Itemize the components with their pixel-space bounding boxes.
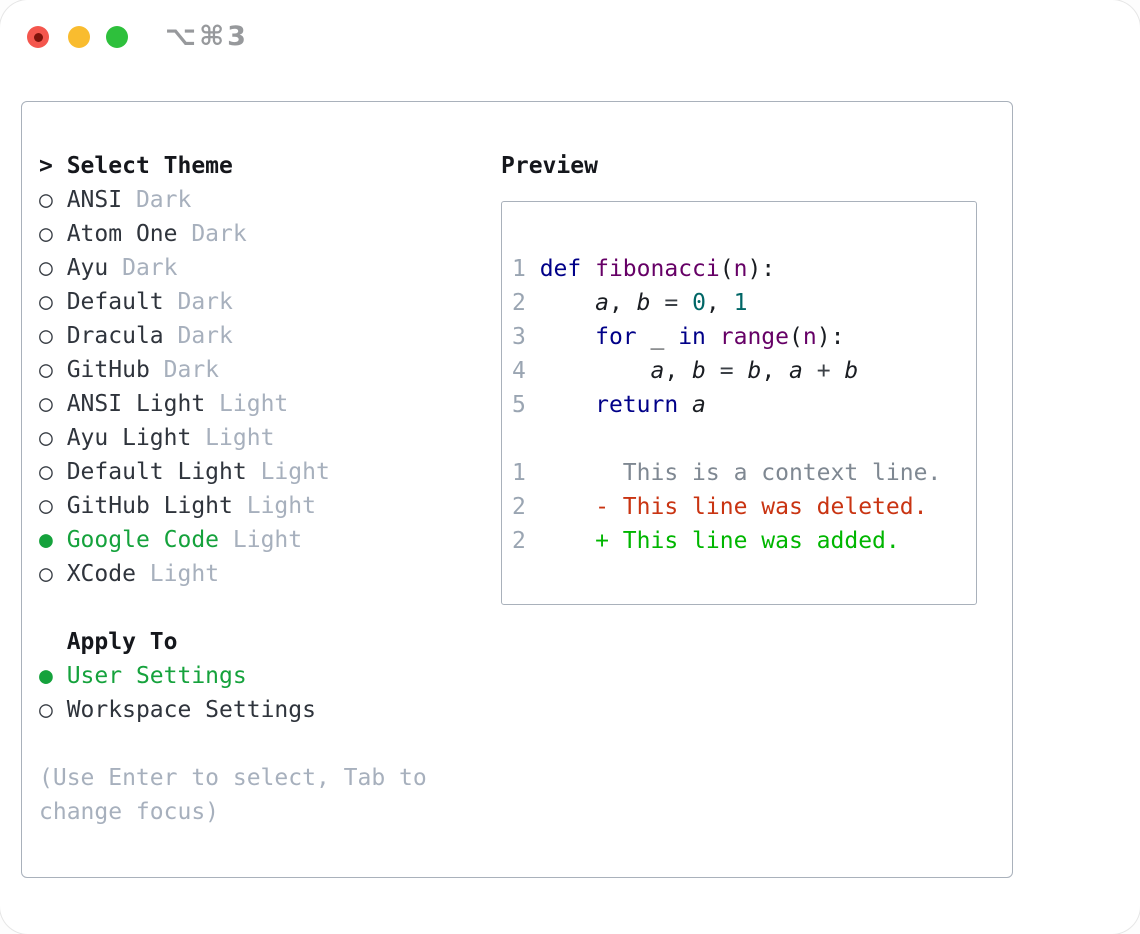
code-line: 1 This is a context line. — [512, 460, 942, 486]
theme-variant-label: Dark — [163, 289, 233, 315]
theme-option-ayu-light[interactable]: ○ Ayu Light Light — [39, 421, 427, 455]
zoom-button[interactable] — [106, 26, 128, 48]
theme-variant-label: Light — [191, 425, 275, 451]
radio-icon: ○ — [39, 561, 67, 587]
theme-column: > Select Theme ○ ANSI Dark○ Atom One Dar… — [39, 149, 427, 829]
theme-variant-label: Dark — [122, 187, 192, 213]
option-label: Default — [66, 289, 164, 315]
theme-variant-label: Light — [246, 459, 330, 485]
close-dot-icon — [33, 32, 43, 42]
option-label: Ayu — [66, 255, 109, 281]
code-blank-line — [512, 218, 976, 252]
preview-code-box: 1 def fibonacci(n): 2 a, b = 0, 1 3 for _ … — [501, 201, 977, 605]
apply-option-user-settings[interactable]: ● User Settings — [39, 659, 427, 693]
theme-variant-label: Dark — [177, 221, 247, 247]
option-label: ANSI — [66, 187, 123, 213]
select-theme-header: > Select Theme — [39, 149, 427, 183]
preview-column: Preview 1 def fibonacci(n): 2 a, b = 0, 1… — [501, 149, 977, 605]
option-label: User Settings — [66, 663, 247, 689]
radio-icon: ○ — [39, 323, 67, 349]
theme-variant-label: Light — [232, 493, 316, 519]
theme-variant-label: Dark — [149, 357, 220, 383]
theme-variant-label: Light — [205, 391, 289, 417]
radio-icon: ○ — [39, 425, 67, 451]
option-label: ANSI Light — [66, 391, 206, 417]
radio-icon: ○ — [39, 391, 67, 417]
title-bar: ⌥⌘3 — [0, 0, 1140, 74]
preview-header: Preview — [501, 153, 598, 179]
apply-option-workspace-settings[interactable]: ○ Workspace Settings — [39, 693, 427, 727]
radio-icon: ○ — [39, 187, 67, 213]
hint-line-1: (Use Enter to select, Tab to — [39, 765, 427, 791]
radio-icon: ○ — [39, 221, 67, 247]
hint-line-2: change focus) — [39, 799, 220, 825]
theme-option-ayu[interactable]: ○ Ayu Dark — [39, 251, 427, 285]
option-label: GitHub Light — [66, 493, 233, 519]
theme-option-ansi-light[interactable]: ○ ANSI Light Light — [39, 387, 427, 421]
theme-variant-label: Light — [135, 561, 220, 587]
theme-variant-label: Light — [219, 527, 303, 553]
theme-option-google-code[interactable]: ● Google Code Light — [39, 523, 427, 557]
option-label: Google Code — [66, 527, 220, 553]
theme-option-atom-one[interactable]: ○ Atom One Dark — [39, 217, 427, 251]
option-label: Dracula — [66, 323, 164, 349]
theme-option-xcode[interactable]: ○ XCode Light — [39, 557, 427, 591]
option-label: Ayu Light — [66, 425, 192, 451]
theme-option-github-light[interactable]: ○ GitHub Light Light — [39, 489, 427, 523]
option-label: Atom One — [66, 221, 178, 247]
radio-icon: ○ — [39, 493, 67, 519]
theme-variant-label: Dark — [108, 255, 178, 281]
code-line: 2 a, b = 0, 1 — [512, 290, 748, 316]
radio-selected-icon: ● — [39, 663, 67, 689]
radio-icon: ○ — [39, 255, 67, 281]
radio-selected-icon: ● — [39, 527, 67, 553]
code-blank-line — [512, 422, 976, 456]
code-line: 4 a, b = b, a + b — [512, 358, 859, 384]
apply-to-list: ● User Settings○ Workspace Settings — [39, 659, 427, 727]
minimize-button[interactable] — [68, 26, 90, 48]
prompt-icon: > — [39, 153, 67, 179]
theme-option-dracula[interactable]: ○ Dracula Dark — [39, 319, 427, 353]
close-button[interactable] — [27, 26, 49, 48]
code-line: 3 for _ in range(n): — [512, 324, 845, 350]
preview-code: 1 def fibonacci(n): 2 a, b = 0, 1 3 for _ … — [512, 218, 976, 558]
select-theme-title: Select Theme — [66, 153, 233, 179]
spacer — [39, 591, 427, 625]
theme-option-ansi[interactable]: ○ ANSI Dark — [39, 183, 427, 217]
code-line: 1 def fibonacci(n): — [512, 256, 776, 282]
option-label: Default Light — [66, 459, 247, 485]
theme-selector-panel: > Select Theme ○ ANSI Dark○ Atom One Dar… — [21, 101, 1013, 878]
radio-icon: ○ — [39, 697, 67, 723]
radio-icon: ○ — [39, 289, 67, 315]
option-label: XCode — [66, 561, 136, 587]
apply-to-header: Apply To — [66, 629, 178, 655]
radio-icon: ○ — [39, 459, 67, 485]
theme-variant-label: Dark — [163, 323, 233, 349]
radio-icon: ○ — [39, 357, 67, 383]
code-line: 5 return a — [512, 392, 706, 418]
code-line: 2 - This line was deleted. — [512, 494, 928, 520]
theme-option-github[interactable]: ○ GitHub Dark — [39, 353, 427, 387]
code-line: 2 + This line was added. — [512, 528, 900, 554]
window-shortcut-label: ⌥⌘3 — [165, 21, 249, 52]
option-label: Workspace Settings — [66, 697, 316, 723]
theme-option-default[interactable]: ○ Default Dark — [39, 285, 427, 319]
theme-list: ○ ANSI Dark○ Atom One Dark○ Ayu Dark○ De… — [39, 183, 427, 591]
theme-option-default-light[interactable]: ○ Default Light Light — [39, 455, 427, 489]
option-label: GitHub — [66, 357, 150, 383]
spacer — [39, 727, 427, 761]
